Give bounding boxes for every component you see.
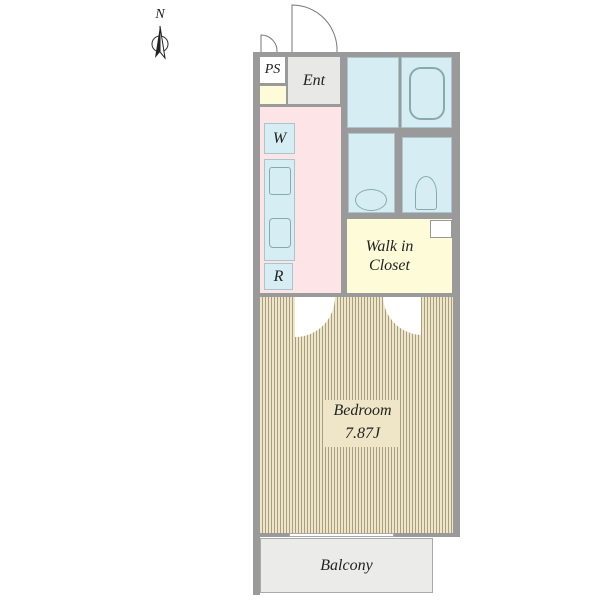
closet-shelf [430, 220, 452, 238]
bathtub [401, 57, 452, 128]
sink-icon [269, 218, 291, 248]
stove-icon [269, 167, 291, 195]
pipe-space: PS [260, 57, 285, 83]
toilet [402, 137, 452, 213]
bedroom-label: Bedroom [333, 402, 392, 420]
bath-area [347, 57, 399, 128]
entrance-door-swing [260, 4, 338, 53]
compass-north-label: N [155, 6, 165, 22]
shoe-storage [260, 86, 286, 104]
kitchen-counter [264, 159, 295, 261]
toilet-icon [415, 176, 437, 210]
washer-space: W [264, 123, 295, 154]
balcony-wall [253, 537, 260, 595]
bedroom-door-swings [295, 297, 421, 337]
refrigerator-space: R [264, 263, 293, 290]
entrance: Ent [288, 57, 340, 104]
bedroom-size: 7.87J [344, 425, 381, 443]
balcony: Balcony [260, 538, 433, 593]
bathtub-icon [409, 67, 445, 120]
washroom [348, 133, 395, 213]
balcony-window [289, 533, 394, 537]
bedroom-label-box [325, 400, 400, 447]
walk-in-closet: Walk in Closet [347, 219, 452, 293]
washbasin-icon [355, 189, 387, 211]
compass-icon [151, 25, 169, 60]
